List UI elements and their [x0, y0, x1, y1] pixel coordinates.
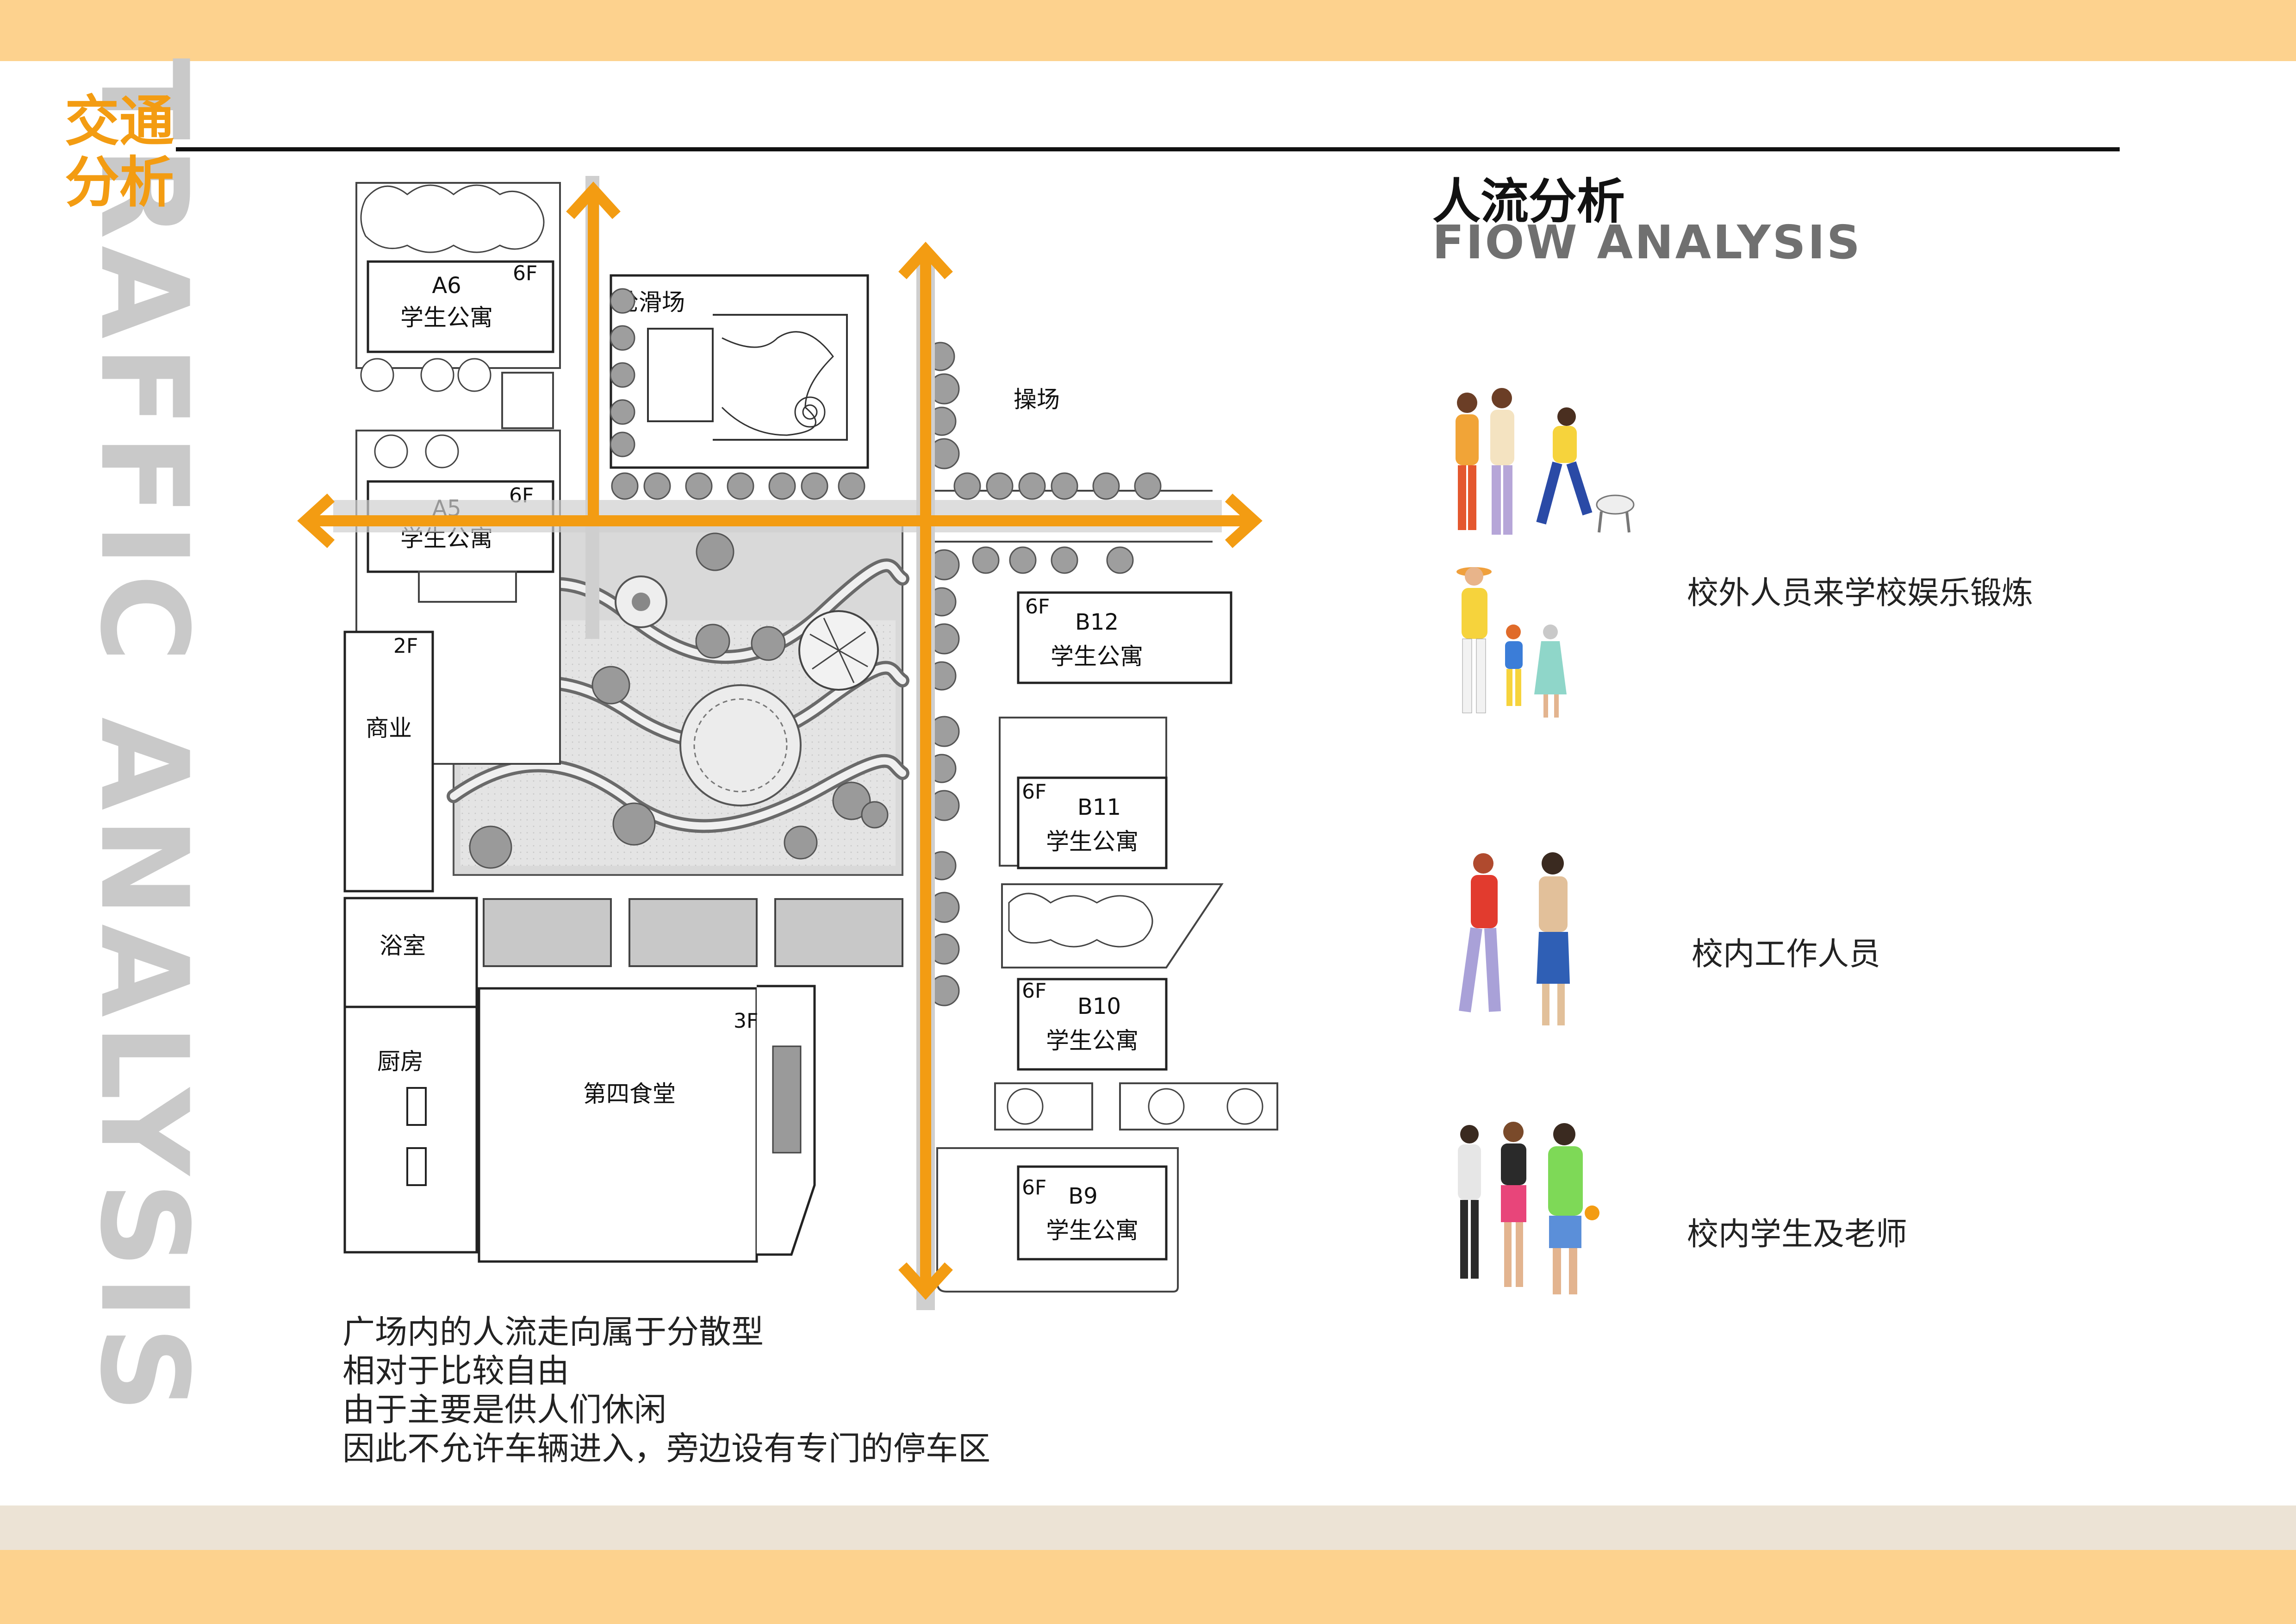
a6-name: 学生公寓 — [400, 304, 493, 331]
commercial-name: 商业 — [366, 715, 412, 742]
building-b12 — [1017, 591, 1232, 684]
bottom-band — [0, 1550, 2296, 1624]
person-runner — [1536, 407, 1593, 525]
caption-students: 校内学生及老师 — [1687, 1216, 1908, 1253]
site-plan: A6 6F 学生公寓 A5 6F 学生公寓 2F 商业 浴室 厨房 3F 第四食… — [297, 176, 1278, 1310]
round-plaza-feature — [679, 684, 802, 806]
person-child — [1505, 625, 1523, 706]
section-title: 交通 分析 — [65, 91, 174, 213]
person-visitor-2 — [1490, 388, 1514, 535]
b12-label: B12 — [1075, 609, 1119, 635]
b11-floors: 6F — [1022, 780, 1046, 804]
kitchen-label: 厨房 — [377, 1048, 423, 1075]
b9-name: 学生公寓 — [1046, 1217, 1139, 1244]
heading-title-en: FIOW ANALYSIS — [1432, 215, 1862, 269]
canteen-floors: 3F — [734, 1009, 758, 1033]
playground-label: 操场 — [1014, 386, 1060, 413]
commercial-building — [343, 631, 434, 893]
b12-floors: 6F — [1025, 595, 1050, 618]
parking-1 — [483, 898, 612, 967]
description-line-4: 因此不允许车辆进入，旁边设有专门的停车区 — [342, 1430, 990, 1468]
building-b10 — [1017, 978, 1168, 1071]
person-student-2 — [1501, 1122, 1526, 1287]
heading-title-cn: 人流分析 — [1432, 173, 1625, 230]
b10-floors: 6F — [1022, 979, 1046, 1003]
parking-2 — [628, 898, 758, 967]
bathroom — [343, 897, 478, 1008]
description-line-2: 相对于比较自由 — [342, 1352, 569, 1390]
a6-floors: 6F — [513, 262, 537, 285]
commercial-floors: 2F — [393, 634, 418, 658]
description-line-1: 广场内的人流走向属于分散型 — [342, 1313, 764, 1351]
section-title-line2: 分析 — [65, 150, 174, 214]
caption-visitors: 校外人员来学校娱乐锻炼 — [1687, 575, 2034, 612]
flow-description: 广场内的人流走向属于分散型 相对于比较自由 由于主要是供人们休闲 因此不允许车辆… — [342, 1312, 990, 1468]
header-rule — [176, 147, 2120, 151]
b9-floors: 6F — [1022, 1176, 1046, 1199]
description-line-3: 由于主要是供人们休闲 — [342, 1391, 666, 1429]
person-staff-2 — [1537, 852, 1570, 1025]
people-group-students — [1458, 1122, 1599, 1294]
section-title-line1: 交通 — [65, 89, 174, 153]
person-student-3 — [1548, 1123, 1599, 1294]
b11-name: 学生公寓 — [1046, 828, 1139, 855]
dog-icon — [1596, 494, 1635, 533]
kitchen — [343, 1006, 478, 1254]
people-group-visitors — [1456, 388, 1635, 718]
person-student-1 — [1458, 1125, 1481, 1279]
bottom-beige-band — [0, 1505, 2296, 1550]
building-a6 — [367, 260, 554, 353]
person-staff-1 — [1459, 853, 1501, 1012]
vertical-title: TRAFFIC ANALYSIS — [74, 58, 213, 1419]
person-visitor-1 — [1456, 393, 1479, 530]
people-group-staff — [1459, 852, 1570, 1025]
b10-label: B10 — [1077, 993, 1121, 1019]
a6-label: A6 — [432, 273, 461, 299]
b11-label: B11 — [1077, 794, 1121, 820]
top-band — [0, 0, 2296, 61]
bathroom-label: 浴室 — [380, 932, 426, 959]
person-hat-adult — [1456, 567, 1492, 713]
b12-name: 学生公寓 — [1051, 643, 1143, 670]
building-b9 — [1017, 1165, 1168, 1261]
person-girl — [1534, 625, 1567, 718]
parking-3 — [774, 898, 903, 967]
caption-staff: 校内工作人员 — [1692, 936, 1881, 973]
canteen-name: 第四食堂 — [583, 1081, 676, 1107]
flow-arrows — [297, 181, 1263, 1300]
canteen — [478, 987, 758, 1263]
building-b11 — [1017, 776, 1168, 869]
b10-name: 学生公寓 — [1046, 1027, 1139, 1054]
b9-label: B9 — [1068, 1183, 1097, 1209]
